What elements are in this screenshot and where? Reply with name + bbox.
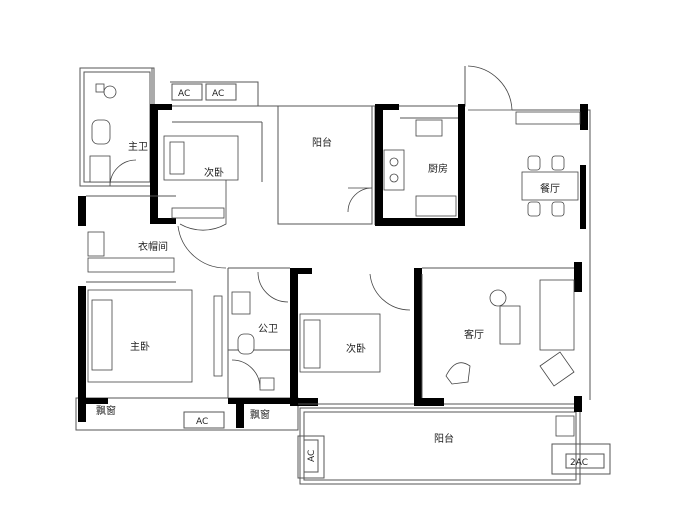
walls bbox=[78, 104, 588, 428]
room-label-master-bath: 主卫 bbox=[128, 141, 148, 153]
room-label-closet: 衣帽间 bbox=[138, 240, 168, 253]
room-label-kitchen: 厨房 bbox=[428, 162, 448, 175]
room-label-bay-window-left: 飘窗 bbox=[96, 404, 116, 417]
furniture bbox=[87, 83, 581, 437]
ac-boxes bbox=[171, 83, 605, 473]
ac-label-bottom-left: AC bbox=[307, 450, 317, 462]
ac-label-bottom-mid: AC bbox=[196, 417, 208, 427]
room-label-public-bath: 公卫 bbox=[258, 324, 278, 335]
room-label-living: 客厅 bbox=[464, 328, 484, 341]
room-label-dining: 餐厅 bbox=[540, 182, 560, 195]
ac-label-top-1: AC bbox=[178, 89, 190, 99]
ac-label-top-2: AC bbox=[212, 89, 224, 99]
room-label-bay-window-mid: 飘窗 bbox=[250, 408, 270, 421]
room-label-balcony-top: 阳台 bbox=[312, 136, 332, 149]
room-label-master-bed: 主卧 bbox=[130, 340, 150, 353]
room-label-second-bed-top: 次卧 bbox=[204, 166, 224, 179]
doors bbox=[109, 65, 513, 389]
room-label-balcony-bottom: 阳台 bbox=[434, 432, 454, 445]
room-label-second-bed-mid: 次卧 bbox=[346, 342, 366, 355]
ac-label-bottom-right: 2AC bbox=[570, 458, 588, 468]
